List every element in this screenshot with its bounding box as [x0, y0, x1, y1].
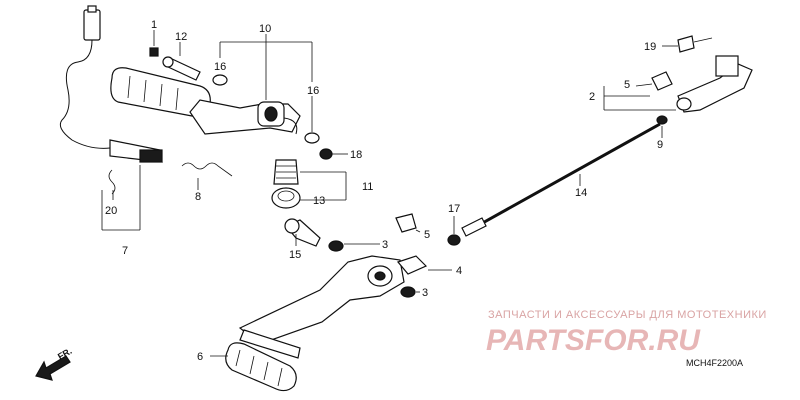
switch-wire [59, 39, 111, 149]
pedal-shaft [239, 329, 301, 359]
nut-17 [447, 234, 461, 246]
nut-1 [149, 47, 159, 57]
callout-10-16-group [153, 30, 348, 190]
joint-bolt-5a [395, 213, 417, 233]
joint-bolt-5b [651, 71, 673, 91]
rod-lower-end [461, 217, 487, 237]
dust-seal-inner [277, 190, 295, 202]
callout-11: 11 [362, 181, 373, 193]
washer-3a [328, 240, 344, 252]
brake-rod-assembly [461, 35, 753, 237]
brake-rod-14 [469, 122, 661, 232]
connector-plug [83, 9, 101, 41]
callout-10: 10 [259, 23, 271, 35]
bracket-hole [264, 106, 278, 122]
pivot-bushing-assembly [271, 159, 301, 209]
callout-5-upper: 5 [624, 79, 630, 91]
callout-2: 2 [589, 91, 595, 103]
switch-spring-20 [108, 169, 116, 195]
rear-brake-pedal [225, 213, 461, 392]
callout-17: 17 [448, 203, 460, 215]
callout-18: 18 [350, 149, 362, 161]
bolt-19 [677, 35, 695, 53]
callout-9: 9 [657, 139, 663, 151]
rear-brake-switch-cable [59, 5, 163, 195]
callout-13: 13 [313, 195, 325, 207]
pedal-rubber-ribs [235, 349, 283, 387]
callout-12: 12 [175, 31, 187, 43]
watermark-logo: PARTSFOR.RU [486, 324, 701, 357]
collar-threads [276, 165, 296, 179]
front-direction-indicator: FR. [35, 346, 74, 381]
callout-7: 7 [122, 245, 128, 257]
brake-pedal-arm [238, 255, 405, 345]
return-spring-8 [181, 162, 233, 177]
nut-9 [656, 115, 668, 125]
washer-16a [212, 74, 228, 86]
callout-14: 14 [575, 187, 587, 199]
callout-6: 6 [197, 351, 203, 363]
switch-nut [139, 149, 163, 163]
callout-pedal-group [210, 216, 455, 357]
pin-head [162, 56, 174, 68]
leader-line [635, 83, 653, 87]
callout-16-right: 16 [307, 85, 319, 97]
callout-3-upper: 3 [382, 239, 388, 251]
callout-20: 20 [105, 205, 117, 217]
callout-15: 15 [289, 249, 301, 261]
pedal-rubber-6 [225, 342, 297, 392]
brake-rod-joint-4 [396, 255, 428, 275]
bracket-hook [283, 117, 298, 135]
footpeg-bracket-assembly [110, 47, 333, 177]
bolt-shank [693, 37, 713, 43]
leader-line [415, 229, 421, 233]
callout-7-group [101, 165, 141, 231]
washer-3b [400, 286, 416, 298]
callout-11-13-group [300, 171, 347, 201]
nut-18 [319, 148, 333, 160]
callout-19: 19 [644, 41, 656, 53]
joint-pin-hole [676, 97, 692, 111]
washer-16b [304, 132, 320, 144]
pivot-bolt-head [284, 218, 300, 234]
callout-16-left: 16 [214, 61, 226, 73]
callout-right-group [579, 45, 678, 186]
callout-3-lower: 3 [422, 287, 428, 299]
joint-clevis [715, 55, 739, 77]
connector-tab [87, 5, 97, 13]
figure-code: MCH4F2200A [686, 358, 743, 368]
callout-1: 1 [151, 19, 157, 31]
front-arrow-icon [35, 355, 71, 381]
callout-4: 4 [456, 265, 462, 277]
footpeg-ribs [127, 75, 179, 111]
pedal-pivot-hole [374, 271, 386, 281]
callout-5-lower: 5 [424, 229, 430, 241]
watermark-tagline: ЗАПЧАСТИ И АКСЕССУАРЫ ДЛЯ МОТОТЕХНИКИ [488, 309, 767, 321]
direction-label: FR. [56, 346, 74, 362]
callout-8: 8 [195, 191, 201, 203]
